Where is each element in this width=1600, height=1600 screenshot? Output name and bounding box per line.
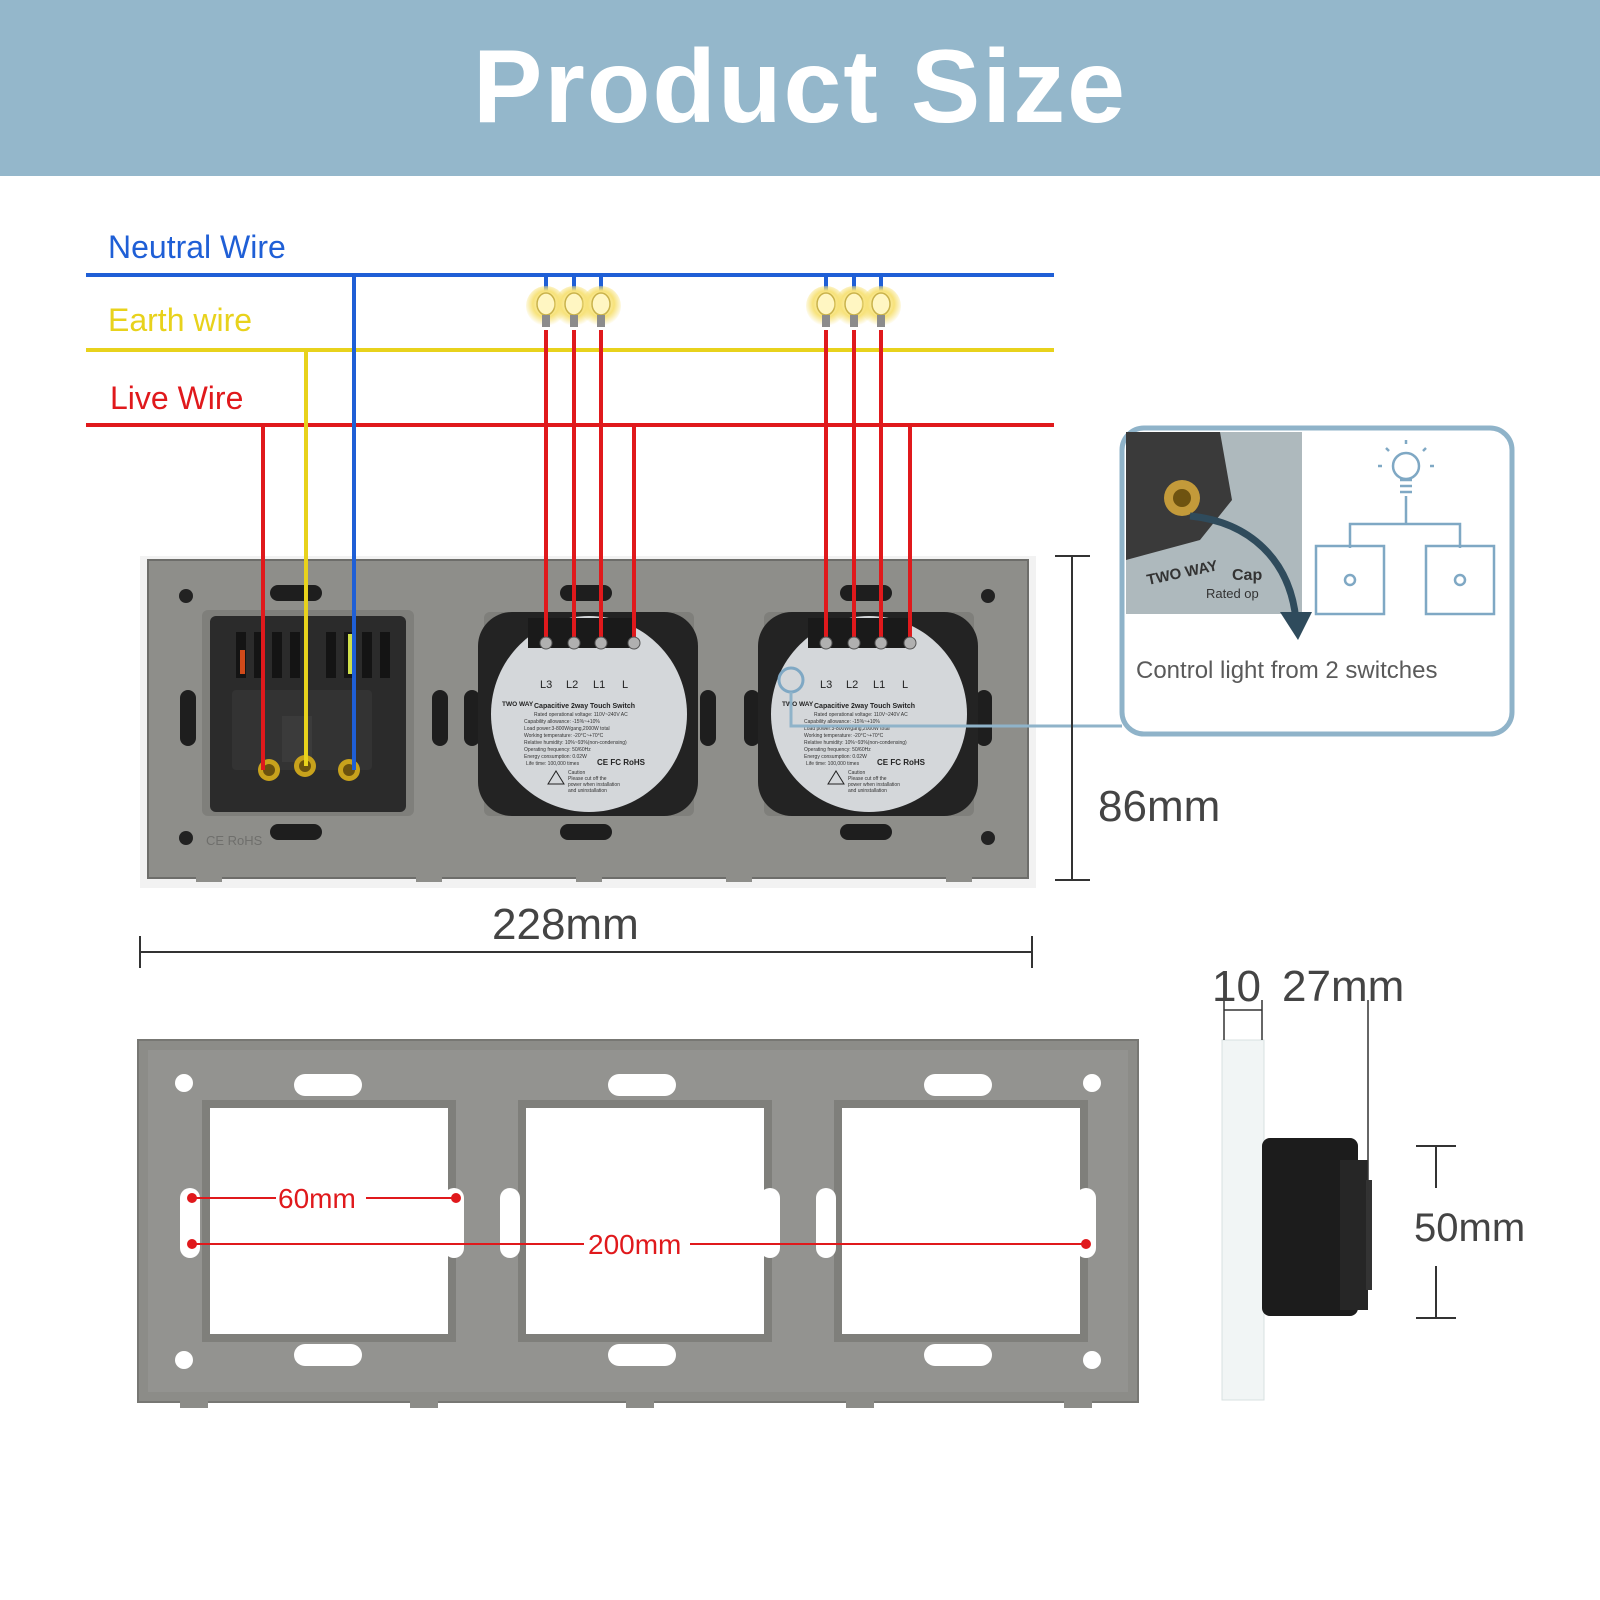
terminal-labels-2: L3 L2 L1 L [820,679,908,691]
svg-text:Relative humidity: 10%~93%(no: Relative humidity: 10%~93%(non-condensin… [524,740,627,746]
header-banner: Product Size [0,0,1600,176]
svg-text:TWO WAY: TWO WAY [502,701,534,708]
socket-marking: CE RoHS [206,833,263,848]
svg-text:Please cut off the: Please cut off the [568,776,607,782]
depth-dimension-label: 27mm [1282,962,1405,1011]
switch-schematic [1314,496,1496,616]
svg-text:Rated operational voltage: 11: Rated operational voltage: 110V~240V AC [814,712,908,718]
front-frame [137,1039,1139,1408]
curved-arrow-icon [1189,512,1300,621]
inset-caption: Control light from 2 switches [1136,657,1438,684]
opening-spacing-label: 60mm [278,1183,356,1214]
svg-text:Caution: Caution [568,770,585,776]
svg-text:L2: L2 [846,679,858,691]
svg-text:Life time: 100,000 times: Life time: 100,000 times [806,761,860,767]
svg-text:CE FC RoHS: CE FC RoHS [597,758,646,767]
mount-spacing-dimension [187,1239,1091,1249]
svg-text:power when installation: power when installation [848,782,900,788]
earth-wire-label: Earth wire [108,302,253,338]
svg-text:Working temperature: -20°C~+7: Working temperature: -20°C~+70°C [524,733,604,739]
svg-text:Caution: Caution [848,770,865,776]
svg-text:Rated operational voltage: 11: Rated operational voltage: 110V~240V AC [534,712,628,718]
module-diameter-dimension [1416,1145,1456,1319]
mount-spacing-label: 200mm [588,1229,682,1260]
height-dimension [1055,555,1090,881]
svg-text:Capacitive 2way Touch Switch: Capacitive 2way Touch Switch [534,703,635,710]
svg-text:Relative humidity: 10%~93%(no: Relative humidity: 10%~93%(non-condensin… [804,740,907,746]
depth-dimension [1223,1000,1369,1200]
svg-text:and uninstallation: and uninstallation [568,788,607,794]
glass-thickness-label: 10 [1212,962,1261,1011]
switch-module-1: L3 L2 L1 L TWO WAY Capacitive 2way Touch… [478,612,698,816]
svg-text:L: L [622,679,628,691]
svg-text:and uninstallation: and uninstallation [848,788,887,794]
svg-text:Energy consumption: 0.02W: Energy consumption: 0.02W [804,754,867,760]
svg-text:Operating frequency: 50/60Hz: Operating frequency: 50/60Hz [524,747,591,753]
svg-text:Energy consumption: 0.02W: Energy consumption: 0.02W [524,754,587,760]
svg-text:Load power:3-800W/gang,2000W t: Load power:3-800W/gang,2000W total [804,726,890,732]
height-dimension-label: 86mm [1098,782,1221,831]
terminal-labels-1: L3 L2 L1 L [540,679,628,691]
neutral-wire-label: Neutral Wire [108,229,286,265]
inset-connector-line [789,692,1122,728]
svg-text:Life time: 100,000 times: Life time: 100,000 times [526,761,580,767]
opening-spacing-dimension [187,1193,461,1203]
width-dimension-label: 228mm [492,900,639,949]
svg-text:Cap: Cap [1232,567,1262,584]
switch-terminals [539,636,917,650]
back-plate-assembly: CE RoHS L3 L2 L1 L TWO WAY Capacitive 2w… [140,556,1036,888]
svg-text:L3: L3 [820,679,832,691]
svg-text:L2: L2 [566,679,578,691]
module-diameter-label: 50mm [1414,1206,1526,1250]
svg-text:Load power:3-800W/gang,2000W t: Load power:3-800W/gang,2000W total [524,726,610,732]
svg-text:L1: L1 [873,679,885,691]
two-way-inset: TWO WAY Cap Rated op [1119,425,1515,737]
switch-module-2: L3 L2 L1 L TWO WAY Capacitive 2way Touch… [758,612,978,816]
light-bulb-icon [526,286,901,327]
svg-text:Operating frequency: 50/60Hz: Operating frequency: 50/60Hz [804,747,871,753]
svg-text:CE FC RoHS: CE FC RoHS [877,758,926,767]
lightbulb-icon [1378,440,1434,494]
svg-text:L: L [902,679,908,691]
svg-text:Capacitive 2way Touch Switch: Capacitive 2way Touch Switch [814,703,915,710]
svg-text:TWO WAY: TWO WAY [782,701,814,708]
svg-text:Please cut off the: Please cut off the [848,776,887,782]
svg-text:Capability allowance: -15%~+1: Capability allowance: -15%~+10% [524,719,600,725]
live-wire-label: Live Wire [110,380,244,416]
svg-text:L1: L1 [593,679,605,691]
svg-text:Rated op: Rated op [1206,586,1259,601]
svg-text:power when installation: power when installation [568,782,620,788]
svg-text:Working temperature: -20°C~+7: Working temperature: -20°C~+70°C [804,733,884,739]
page-title: Product Size [473,29,1127,145]
svg-text:L3: L3 [540,679,552,691]
width-dimension [139,936,1033,968]
svg-text:Capability allowance: -15%~+1: Capability allowance: -15%~+10% [804,719,880,725]
side-profile [1221,1039,1372,1401]
